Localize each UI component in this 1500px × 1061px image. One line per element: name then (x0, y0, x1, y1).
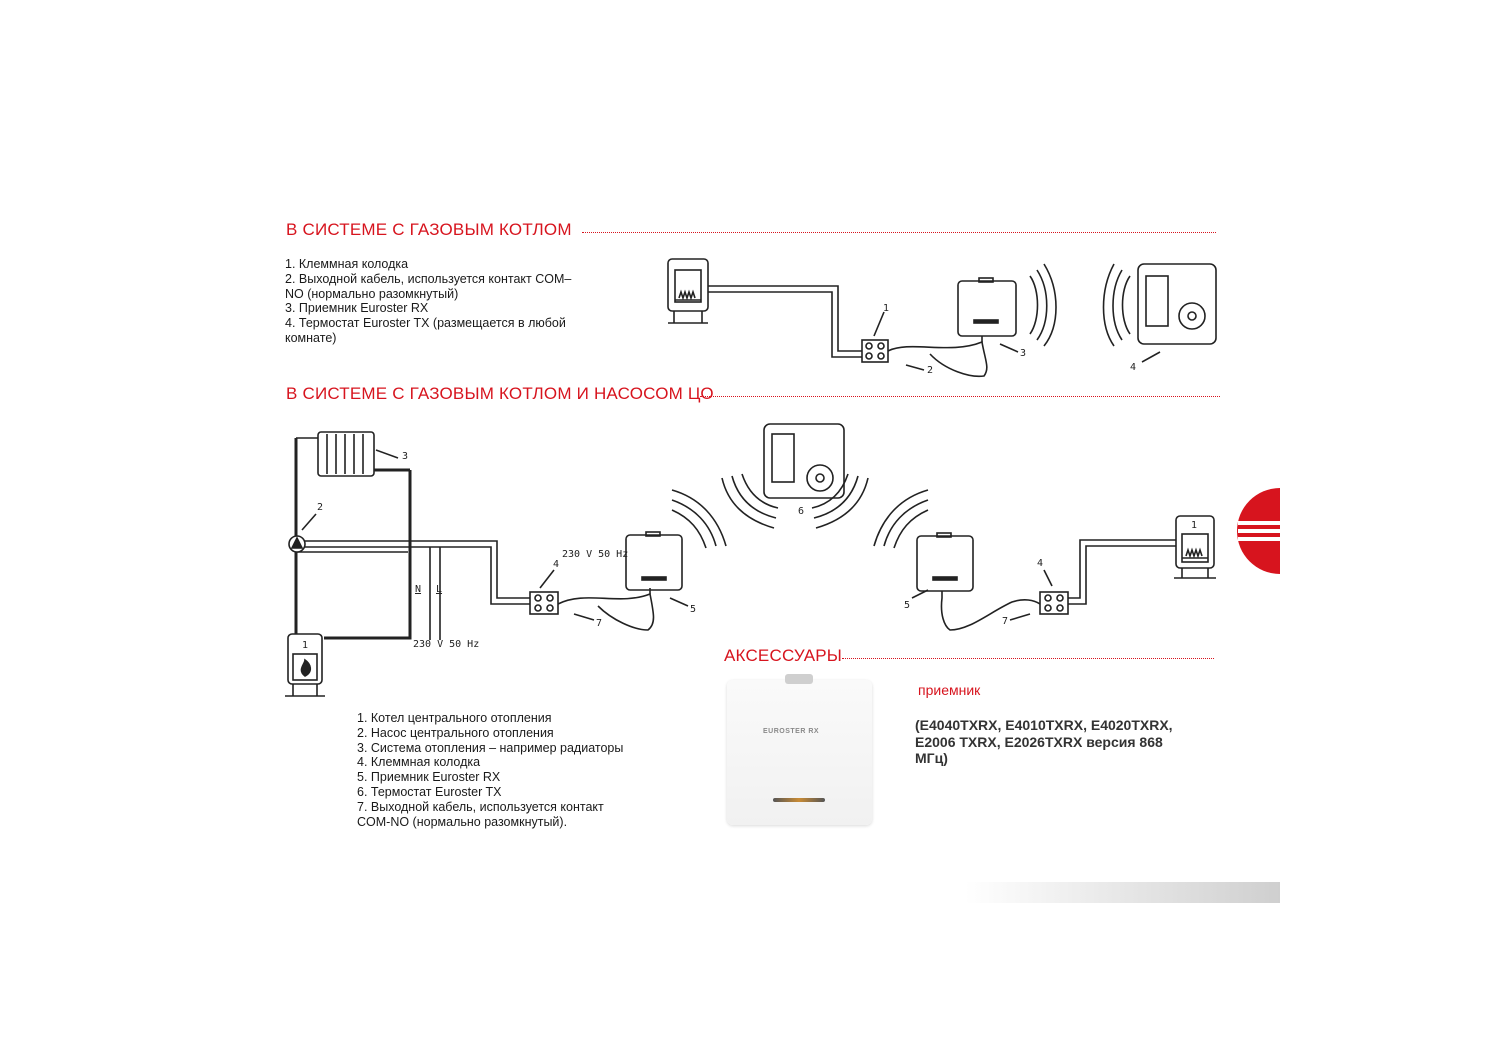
boiler-icon (1174, 515, 1216, 579)
callout-right-1: 1 (1191, 520, 1198, 531)
line-label: L (436, 584, 443, 595)
section1-title: В СИСТЕМЕ С ГАЗОВЫМ КОТЛОМ (286, 220, 572, 239)
product-led (773, 798, 825, 802)
legend-item: 4. Клеммная колодка (357, 755, 481, 770)
legend-item: 2. Выходной кабель, используется контакт… (285, 271, 572, 301)
power-label-bottom: 230 V 50 Hz (413, 639, 480, 650)
callout-2: 2 (927, 365, 934, 376)
callout-right-7: 7 (1002, 616, 1009, 627)
radiator-icon (317, 431, 375, 477)
legend-item: 3. Система отопления – например радиатор… (357, 740, 624, 755)
product-models: (E4040TXRX, E4010TXRX, E4020TXRX, E2006 … (915, 717, 1173, 766)
terminal-block-icon (861, 339, 889, 363)
legend-item: 3. Приемник Euroster RX (285, 301, 429, 316)
section2-legend: 1. Котел центрального отопления 2. Насос… (357, 711, 642, 829)
thermostat-icon (763, 423, 845, 499)
callout-1: 1 (883, 303, 890, 314)
callout-6: 6 (798, 506, 805, 517)
legend-item: 4. Термостат Euroster TX (размещается в … (285, 316, 566, 345)
section2-rule (700, 396, 1220, 397)
callout-1: 1 (302, 640, 309, 651)
side-tab-icon (1237, 488, 1280, 574)
section2-title: В СИСТЕМЕ С ГАЗОВЫМ КОТЛОМ И НАСОСОМ ЦО (286, 384, 714, 403)
power-label: 230 V 50 Hz (562, 549, 629, 560)
terminal-block-icon (1039, 591, 1069, 615)
product-title: приемник (918, 682, 981, 698)
pump-icon (288, 535, 306, 553)
callout-right-5: 5 (904, 600, 911, 611)
section1-legend: 1. Клеммная колодка 2. Выходной кабель, … (285, 257, 580, 346)
terminal-block-icon (529, 591, 559, 615)
callout-4: 4 (1130, 362, 1137, 373)
callout-4: 4 (553, 559, 560, 570)
receiver-product-image: EUROSTER RX (727, 674, 872, 825)
legend-item: 2. Насос центрального отопления (357, 725, 554, 740)
product-brand: EUROSTER RX (763, 728, 820, 735)
callout-right-4: 4 (1037, 558, 1044, 569)
receiver-icon (957, 277, 1017, 337)
callout-3: 3 (1020, 348, 1027, 359)
callout-7: 7 (596, 618, 603, 629)
legend-item: 1. Котел центрального отопления (357, 711, 552, 725)
receiver-icon (625, 531, 683, 591)
legend-item: 5. Приемник Euroster RX (357, 770, 501, 785)
callout-2: 2 (317, 502, 324, 513)
accessories-rule (842, 658, 1214, 659)
footer-gradient-bar (965, 882, 1280, 903)
boiler-icon (285, 633, 325, 697)
boiler-icon (667, 258, 709, 324)
accessories-title: АКСЕССУАРЫ (724, 646, 843, 665)
thermostat-icon (1137, 263, 1217, 345)
callout-3: 3 (402, 451, 409, 462)
legend-item: 6. Термостат Euroster TX (357, 784, 502, 799)
section1-rule (582, 232, 1216, 233)
receiver-icon (916, 532, 974, 592)
legend-item: 1. Клеммная колодка (285, 257, 409, 271)
callout-5: 5 (690, 604, 697, 615)
legend-item: 7. Выходной кабель, используется контакт… (357, 799, 604, 829)
neutral-label: N (415, 584, 422, 595)
product-knob (785, 674, 813, 684)
